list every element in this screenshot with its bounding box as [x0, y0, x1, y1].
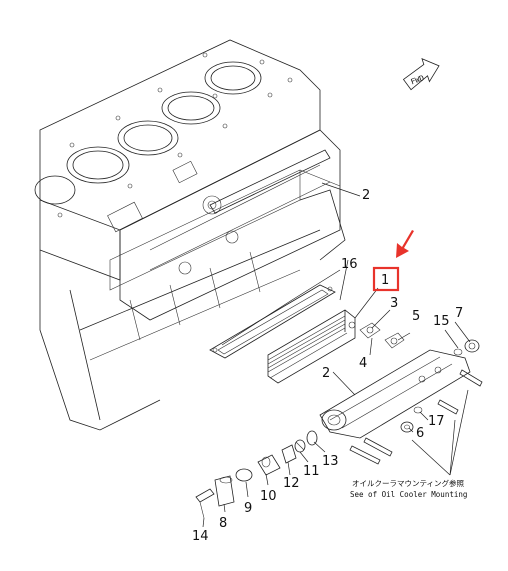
- callout-2-lower: 2: [322, 366, 330, 381]
- bolts-cover: [349, 369, 483, 465]
- callout-17: 17: [428, 414, 445, 429]
- callout-labels: 1 2 2 3 4 5 6 7 8 9 10 11 12 13 14 15 16…: [192, 188, 463, 544]
- callout-12: 12: [283, 476, 300, 491]
- oil-cooler-core: [267, 309, 356, 384]
- callout-4: 4: [359, 356, 367, 371]
- callout-1: 1: [381, 273, 389, 288]
- fwd-arrow-icon: FWD: [402, 58, 440, 91]
- ring-15: [453, 348, 463, 356]
- reference-note: オイルクーラマウンティング参照 See of Oil Cooler Mounti…: [350, 478, 467, 499]
- callout-2-upper: 2: [362, 188, 370, 203]
- o-ring-3: [359, 322, 381, 339]
- callout-13: 13: [322, 454, 339, 469]
- svg-text:FWD: FWD: [409, 73, 425, 86]
- callout-7: 7: [455, 306, 463, 321]
- callout-16: 16: [341, 257, 358, 272]
- callout-3: 3: [390, 296, 398, 311]
- pointer-arrow-icon: [396, 230, 414, 258]
- engine-block: [34, 39, 346, 431]
- callout-15: 15: [433, 314, 450, 329]
- note-japanese: オイルクーラマウンティング参照: [352, 478, 465, 488]
- callout-11: 11: [303, 464, 320, 479]
- cooler-cover: [319, 349, 471, 439]
- callout-10: 10: [260, 489, 277, 504]
- cooler-pipe: [209, 149, 341, 214]
- leader-lines: [202, 182, 471, 528]
- callout-9: 9: [244, 501, 252, 516]
- highlight-box: [372, 266, 400, 292]
- callout-8: 8: [219, 516, 227, 531]
- o-ring-5: [384, 332, 405, 349]
- plug-7: [464, 339, 480, 353]
- note-english: See of Oil Cooler Mounting: [350, 490, 467, 499]
- callout-5: 5: [412, 309, 420, 324]
- callout-14: 14: [192, 529, 209, 544]
- washers: [400, 406, 423, 433]
- gasket: [209, 284, 336, 359]
- callout-6: 6: [416, 426, 424, 441]
- relief-valve-parts: [195, 430, 318, 519]
